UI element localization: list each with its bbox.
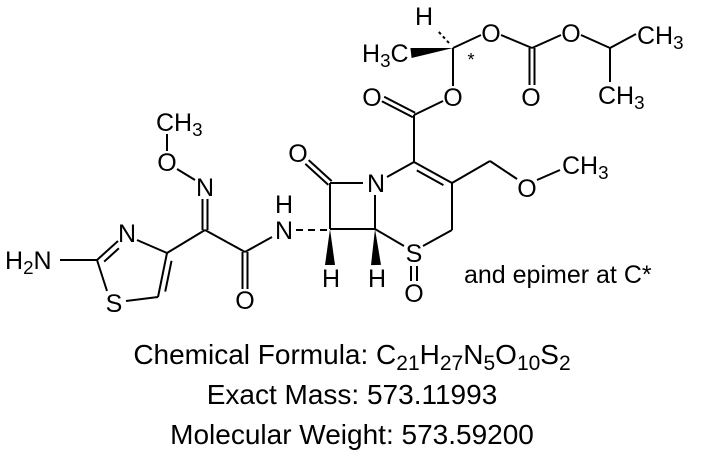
atom-ester-o: O: [443, 84, 462, 112]
double-bond: [413, 161, 453, 184]
atom-lactam-o: O: [288, 140, 307, 168]
single-bond: [500, 34, 533, 49]
double-bond: [416, 169, 444, 186]
atom-ester-carbonyl-o: O: [362, 84, 381, 112]
atom-oxime-n: N: [196, 174, 214, 202]
double-bond: [381, 100, 414, 119]
single-bond: [136, 239, 168, 254]
atom-carbonate-o2: O: [561, 20, 580, 48]
atom-side-o: O: [517, 175, 536, 203]
molecular-weight: Molecular Weight: 573.59200: [170, 419, 534, 450]
exact-mass: Exact Mass: 573.11993: [207, 379, 498, 410]
atom-carbonate-o1: O: [481, 20, 500, 48]
single-bond: [413, 100, 444, 116]
single-bond: [609, 33, 637, 49]
single-bond: [386, 161, 415, 178]
double-bond: [308, 159, 333, 182]
hashed-bond-h: [436, 29, 450, 44]
double-bond: [164, 260, 173, 292]
wedge-bond-h7: [325, 229, 335, 265]
atom-thiazole-s: S: [106, 290, 123, 318]
single-bond: [451, 160, 491, 184]
atom-h6: H: [368, 265, 386, 293]
single-bond: [536, 169, 561, 181]
single-bond: [374, 228, 405, 247]
atom-amide-h: H: [275, 191, 293, 219]
atom-isopropyl-ch3-bottom: CH3: [598, 82, 645, 113]
formula-label: Chemical Formula:: [133, 339, 376, 370]
atom-amide-n: N: [275, 217, 293, 245]
atom-thiazole-n: N: [118, 220, 136, 248]
single-bond: [422, 229, 453, 247]
atom-oxime-o: O: [157, 149, 176, 177]
bonds: [60, 29, 637, 302]
atom-h2n: H2N: [5, 247, 52, 278]
epimer-note: and epimer at C*: [464, 261, 652, 289]
atom-h7: H: [322, 265, 340, 293]
single-bond: [244, 236, 273, 253]
atom-h3c-star: H3C: [362, 40, 409, 71]
wedge-bond-ch3: [410, 48, 453, 58]
formula-line: Chemical Formula: C21H27N5O10S2: [133, 339, 570, 375]
single-bond: [531, 34, 562, 49]
atom-ring-s: S: [406, 240, 423, 268]
atom-side-ch3: CH3: [562, 152, 609, 183]
atom-labels: H2N N S N O CH3 O N H O N H H S O O O H …: [5, 3, 684, 318]
double-bond: [103, 247, 120, 263]
double-bond: [304, 163, 329, 186]
atom-methoxy-ch3: CH3: [156, 109, 203, 140]
atom-h-star: H: [415, 3, 433, 31]
double-bond: [383, 95, 416, 114]
atom-ring-n: N: [367, 170, 385, 198]
atom-sulfoxide-o: O: [404, 280, 423, 308]
compound-info: Chemical Formula: C21H27N5O10S2 Exact Ma…: [133, 339, 570, 450]
formula-value: C21H27N5O10S2: [376, 339, 571, 375]
double-bond: [157, 252, 168, 298]
single-bond: [96, 259, 108, 292]
double-bond: [96, 240, 119, 261]
atom-carbonate-carbonyl-o: O: [521, 84, 540, 112]
single-bond: [176, 168, 196, 181]
single-bond: [125, 296, 159, 302]
single-bond: [489, 160, 518, 180]
single-bond: [452, 34, 482, 49]
stereocenter-star: *: [467, 50, 474, 70]
single-bond: [580, 34, 611, 49]
wedge-bond-h6: [371, 229, 381, 266]
single-bond: [204, 229, 246, 253]
single-bond: [166, 229, 206, 254]
atom-amide-o: O: [235, 287, 254, 315]
atom-isopropyl-ch3-top: CH3: [637, 22, 684, 53]
